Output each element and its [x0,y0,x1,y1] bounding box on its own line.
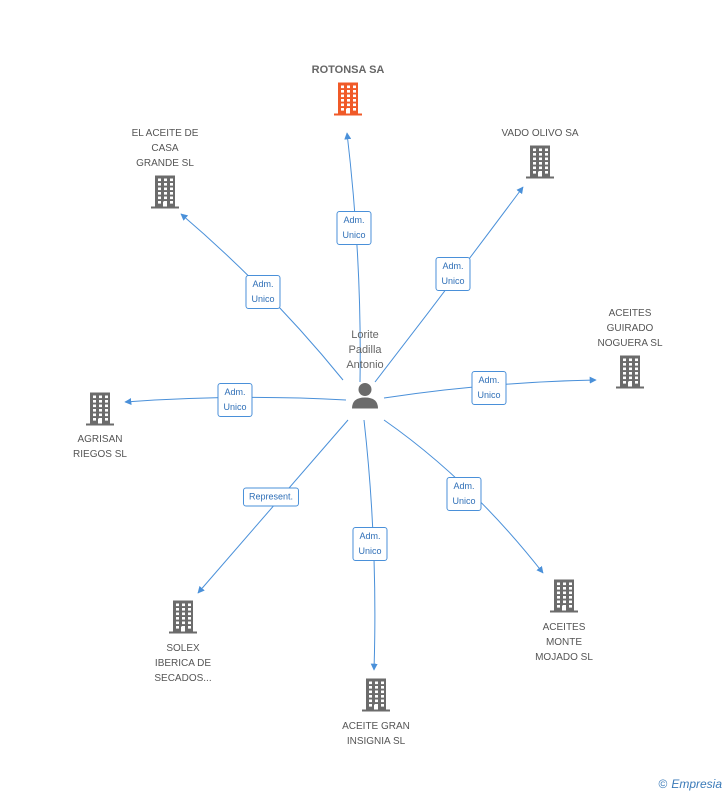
relation-label-solex[interactable]: Represent. [242,487,300,507]
footer-brand[interactable]: ©Empresia [658,777,722,791]
company-label-line: VADO OLIVO SA [501,128,579,139]
building-icon[interactable] [614,354,646,395]
relation-label-line: Adm. [343,215,365,225]
person-label-line: Antonio [346,359,384,371]
person-label-line: Padilla [348,344,382,356]
relation-label-line: Unico [251,294,275,304]
building-icon[interactable] [548,578,580,619]
company-label-el-aceite[interactable]: EL ACEITE DE CASA GRANDE SL [132,126,199,171]
building-icon[interactable] [360,677,392,718]
company-label-line: MONTE [545,637,583,648]
building-icon[interactable] [332,81,364,122]
edge-solex [197,419,349,594]
relation-label-line: Unico [452,496,476,506]
company-label-solex[interactable]: SOLEX IBERICA DE SECADOS... [154,641,211,686]
company-label-line: INSIGNIA SL [346,736,406,747]
building-icon[interactable] [524,144,556,185]
company-label-line: MOJADO SL [535,652,593,663]
company-label-aceite-gran[interactable]: ACEITE GRAN INSIGNIA SL [342,719,410,749]
company-label-line: ACEITES [542,622,586,633]
relation-label-rotonsa[interactable]: Adm. Unico [336,211,372,245]
company-label-aceites-monte[interactable]: ACEITES MONTE MOJADO SL [535,620,593,665]
relation-label-line: Unico [223,402,247,412]
copyright-symbol: © [658,777,668,791]
company-label-line: IBERICA DE [154,658,212,669]
relation-label-line: Represent. [248,491,294,502]
building-icon[interactable] [149,174,181,215]
relation-label-agrisan[interactable]: Adm. Unico [217,383,253,417]
relation-label-line: Adm. [478,375,500,385]
company-label-line: ACEITES [608,308,652,319]
relation-label-line: Adm. [224,387,246,397]
company-label-aceites-guirado[interactable]: ACEITES GUIRADO NOGUERA SL [597,306,662,351]
relation-label-line: Unico [441,276,465,286]
relation-label-line: Adm. [453,481,475,491]
relation-label-aceites-guirado[interactable]: Adm. Unico [471,371,507,405]
relation-label-line: Adm. [442,261,464,271]
company-label-line: EL ACEITE DE [131,128,199,139]
company-label-vado-olivo[interactable]: VADO OLIVO SA [501,126,578,141]
relation-label-vado-olivo[interactable]: Adm. Unico [435,257,471,291]
relation-label-line: Unico [342,230,366,240]
relation-label-aceite-gran[interactable]: Adm. Unico [352,527,388,561]
company-label-line: GRANDE SL [136,158,194,169]
company-label-line: SOLEX [166,643,200,654]
company-label-line: ACEITE GRAN [342,721,410,732]
company-label-line: SECADOS... [154,673,212,684]
edge-rotonsa [344,132,361,383]
relation-label-line: Adm. [359,531,381,541]
person-icon[interactable] [350,381,380,416]
company-label-line: AGRISAN [77,434,123,445]
company-label-line: RIEGOS SL [73,449,127,460]
building-icon[interactable] [167,599,199,640]
person-label-line: Lorite [351,329,379,341]
brand-name: Empresia [671,777,722,791]
relation-label-line: Adm. [252,279,274,289]
building-icon[interactable] [84,391,116,432]
relation-label-line: Unico [477,390,501,400]
company-label-rotonsa[interactable]: ROTONSA SA [312,63,385,78]
company-label-line: NOGUERA SL [597,338,663,349]
relation-label-el-aceite[interactable]: Adm. Unico [245,275,281,309]
relation-label-line: Unico [358,546,382,556]
company-label-agrisan[interactable]: AGRISAN RIEGOS SL [73,432,127,462]
company-label-line: ROTONSA SA [311,64,385,76]
company-label-line: CASA [151,143,179,154]
company-label-line: GUIRADO [606,323,654,334]
relation-label-aceites-monte[interactable]: Adm. Unico [446,477,482,511]
